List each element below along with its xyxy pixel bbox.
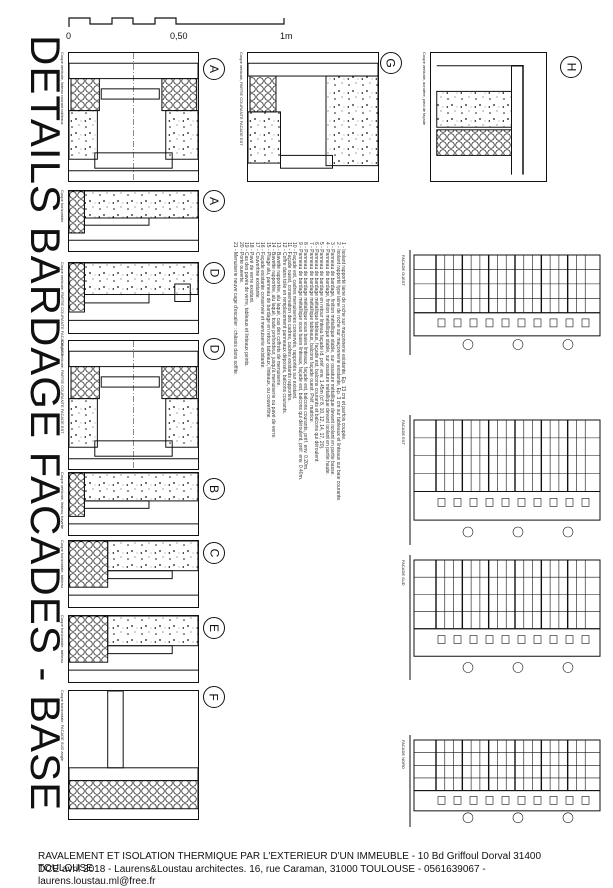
footer-project: RAVALEMENT ET ISOLATION THERMIQUE PAR L'… — [38, 851, 542, 874]
detail-marker: H — [560, 56, 582, 78]
detail-marker: C — [203, 542, 225, 564]
facade-elevation — [408, 415, 606, 545]
footer-architect: DCE avril 2018 - Laurens&Loustau archite… — [38, 864, 486, 887]
note-item: 9 - Panneau de bardage métallique sous b… — [296, 242, 303, 481]
detail-drawing-7 — [68, 540, 199, 608]
note-item: 7 - Panneau de bardage métallique tablea… — [307, 242, 314, 423]
detail-caption: Coupe horizontale, tableau — [60, 540, 65, 588]
detail-marker: G — [380, 52, 402, 74]
detail-drawing-6 — [68, 472, 199, 536]
detail-caption: Coupe verticale, PARTIE COURANTE FACADE … — [239, 52, 244, 146]
detail-marker: A — [203, 58, 225, 80]
facade-label: FACADE OUEST — [401, 255, 406, 286]
note-item: 4 - Panneau de bardage, finition métalli… — [323, 242, 330, 475]
facade-elevation — [408, 250, 606, 355]
detail-caption: Coupe verticale, linteau courant tableau… — [60, 52, 65, 125]
detail-marker: E — [203, 617, 225, 639]
note-item: 17 - Couvertine existante. — [253, 242, 260, 299]
detail-caption: Coupe verticale, linteau, bavette — [60, 472, 65, 530]
detail-drawing-0 — [68, 52, 199, 182]
detail-caption: Coupe verticale, acrotère, pied de façad… — [422, 52, 427, 126]
detail-marker: B — [203, 478, 225, 500]
detail-marker: F — [203, 686, 225, 708]
note-item: 21 - Menuiserie neuve cage d'escalier : … — [232, 242, 239, 376]
facade-label: FACADE NORD — [401, 740, 406, 769]
detail-caption: Coupe horizontale, tableau — [60, 615, 65, 663]
note-item: 12 - Coffre dans toile en remplacement p… — [280, 242, 287, 414]
scale-label-0: 0 — [66, 31, 72, 41]
detail-drawing-9 — [68, 690, 199, 820]
detail-marker: A — [203, 190, 225, 212]
facade-label: FACADE EST — [401, 420, 406, 445]
detail-drawing-8 — [68, 615, 199, 683]
notes-legend: 1 - Isolant rapporté laine de roche sur … — [232, 242, 346, 502]
facade-label: FACADE SUD — [401, 560, 406, 586]
detail-marker: D — [203, 262, 225, 284]
detail-drawing-2 — [430, 52, 547, 182]
detail-drawing-1 — [247, 52, 379, 182]
detail-drawing-5 — [68, 340, 199, 470]
scale-bar-graphic — [68, 17, 285, 27]
detail-drawing-4 — [68, 262, 199, 334]
scale-label-050: 0,50 — [170, 31, 188, 41]
detail-marker: D — [203, 338, 225, 360]
detail-drawing-3 — [68, 190, 199, 252]
note-item: 2 - Isolant rapporté type laine de roche… — [334, 242, 341, 502]
facade-elevation — [408, 735, 606, 827]
detail-caption: Coupe verticale, PARTIE COURANTE FACADE … — [60, 340, 65, 434]
detail-caption: Coupe horizontale — [60, 190, 65, 223]
scale-label-1m: 1m — [280, 31, 293, 41]
facade-elevation — [408, 555, 606, 680]
detail-caption: Coupe horizontale, FACADE SUD angle — [60, 690, 65, 762]
